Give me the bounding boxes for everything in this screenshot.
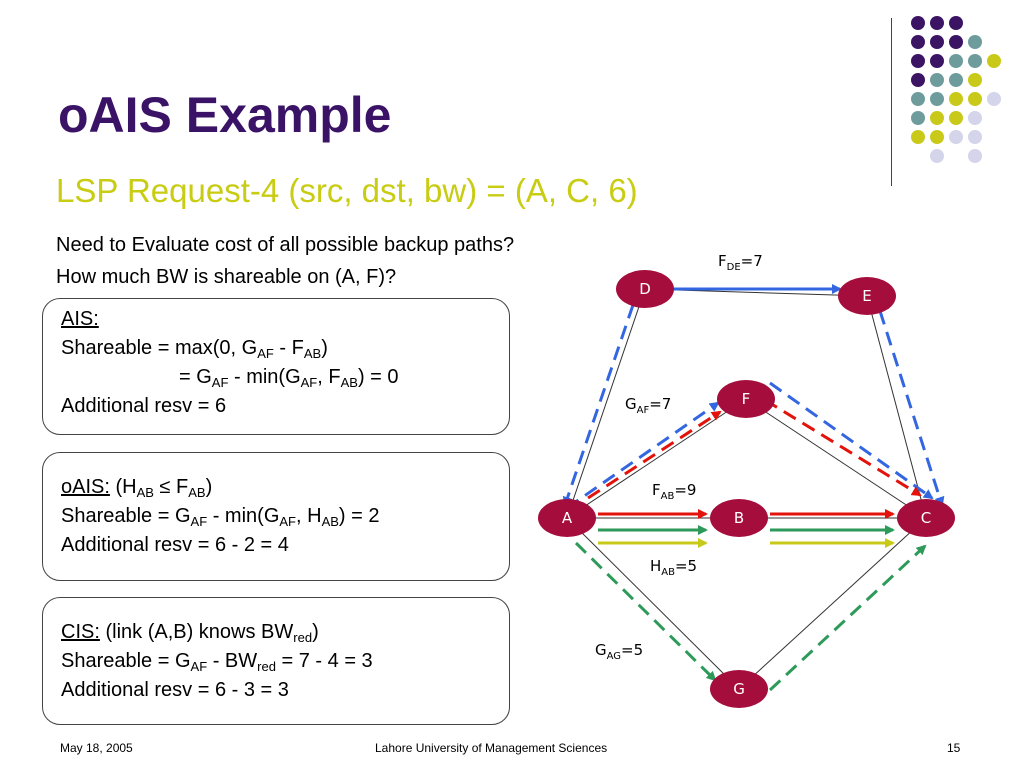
ais-box: AIS: Shareable = max(0, GAF - FAB) = GAF… — [42, 298, 510, 435]
label-fab: FAB=9 — [652, 481, 696, 502]
decor-dot — [911, 130, 925, 144]
decor-dots — [911, 16, 1001, 163]
footer-page-number: 15 — [947, 741, 961, 755]
decor-dot — [987, 54, 1001, 68]
decor-dot — [968, 92, 982, 106]
decor-dot — [949, 73, 963, 87]
footer-date: May 18, 2005 — [60, 741, 133, 755]
node-g: G — [710, 670, 768, 708]
ais-line-1: Shareable = max(0, GAF - FAB) — [61, 337, 328, 361]
node-f: F — [717, 380, 775, 418]
decor-dot — [911, 54, 925, 68]
decor-dot — [968, 111, 982, 125]
question-line-2: How much BW is shareable on (A, F)? — [56, 266, 397, 288]
question-line-1: Need to Evaluate cost of all possible ba… — [56, 234, 515, 256]
decor-dot — [968, 73, 982, 87]
svg-text:E: E — [862, 287, 871, 305]
decor-dot — [911, 16, 925, 30]
label-gag: GAG=5 — [595, 641, 643, 662]
oais-line-1: Shareable = GAF - min(GAF, HAB) = 2 — [61, 505, 380, 529]
decor-dot — [968, 35, 982, 49]
decor-dot — [930, 73, 944, 87]
cis-line-2: Additional resv = 6 - 3 = 3 — [61, 679, 289, 701]
topology-links — [566, 288, 927, 690]
blue-path — [562, 284, 945, 510]
decor-dot — [968, 149, 982, 163]
decor-dot — [949, 16, 963, 30]
green-path — [574, 525, 927, 692]
decor-dot — [930, 149, 944, 163]
node-b: B — [710, 499, 768, 537]
oais-line-2: Additional resv = 6 - 2 = 4 — [61, 534, 289, 556]
red-path — [587, 398, 922, 519]
svg-text:B: B — [734, 509, 744, 527]
decor-dot — [949, 111, 963, 125]
node-d: D — [616, 270, 674, 308]
decor-dot — [911, 35, 925, 49]
node-c: C — [897, 499, 955, 537]
decor-dot — [968, 130, 982, 144]
ais-line-2: = GAF - min(GAF, FAB) = 0 — [179, 366, 399, 390]
slide-subtitle: LSP Request-4 (src, dst, bw) = (A, C, 6) — [56, 172, 638, 209]
decor-dot — [987, 92, 1001, 106]
slide-title: oAIS Example — [58, 87, 392, 143]
decor-dot — [930, 16, 944, 30]
cis-line-1: Shareable = GAF - BWred = 7 - 4 = 3 — [61, 650, 373, 674]
decor-dot — [930, 92, 944, 106]
cis-heading-line: CIS: (link (A,B) knows BWred) — [61, 621, 319, 645]
oais-heading-line: oAIS: (HAB ≤ FAB) — [61, 476, 213, 500]
decor-dot — [930, 130, 944, 144]
decor-dot — [930, 35, 944, 49]
decor-dot — [949, 54, 963, 68]
decor-dot — [930, 111, 944, 125]
label-gaf: GAF=7 — [625, 395, 671, 416]
decor-dot — [949, 35, 963, 49]
svg-text:D: D — [639, 280, 651, 298]
svg-text:C: C — [921, 509, 931, 527]
svg-text:A: A — [562, 509, 573, 527]
decor-dot — [930, 54, 944, 68]
decor-dot — [911, 111, 925, 125]
decor-dot — [968, 54, 982, 68]
svg-text:G: G — [733, 680, 745, 698]
label-fde: FDE=7 — [718, 252, 763, 273]
node-a: A — [538, 499, 596, 537]
svg-text:F: F — [742, 390, 751, 408]
ais-heading: AIS: — [61, 308, 99, 330]
decor-dot — [949, 92, 963, 106]
node-e: E — [838, 277, 896, 315]
decor-dot — [949, 130, 963, 144]
label-hab: HAB=5 — [650, 557, 697, 578]
decor-divider — [891, 18, 892, 186]
cis-box: CIS: (link (A,B) knows BWred) Shareable … — [42, 597, 510, 725]
ais-line-3: Additional resv = 6 — [61, 395, 227, 417]
oais-box: oAIS: (HAB ≤ FAB) Shareable = GAF - min(… — [42, 452, 510, 581]
decor-dot — [911, 73, 925, 87]
footer-org: Lahore University of Management Sciences — [375, 741, 608, 755]
decor-dot — [911, 92, 925, 106]
